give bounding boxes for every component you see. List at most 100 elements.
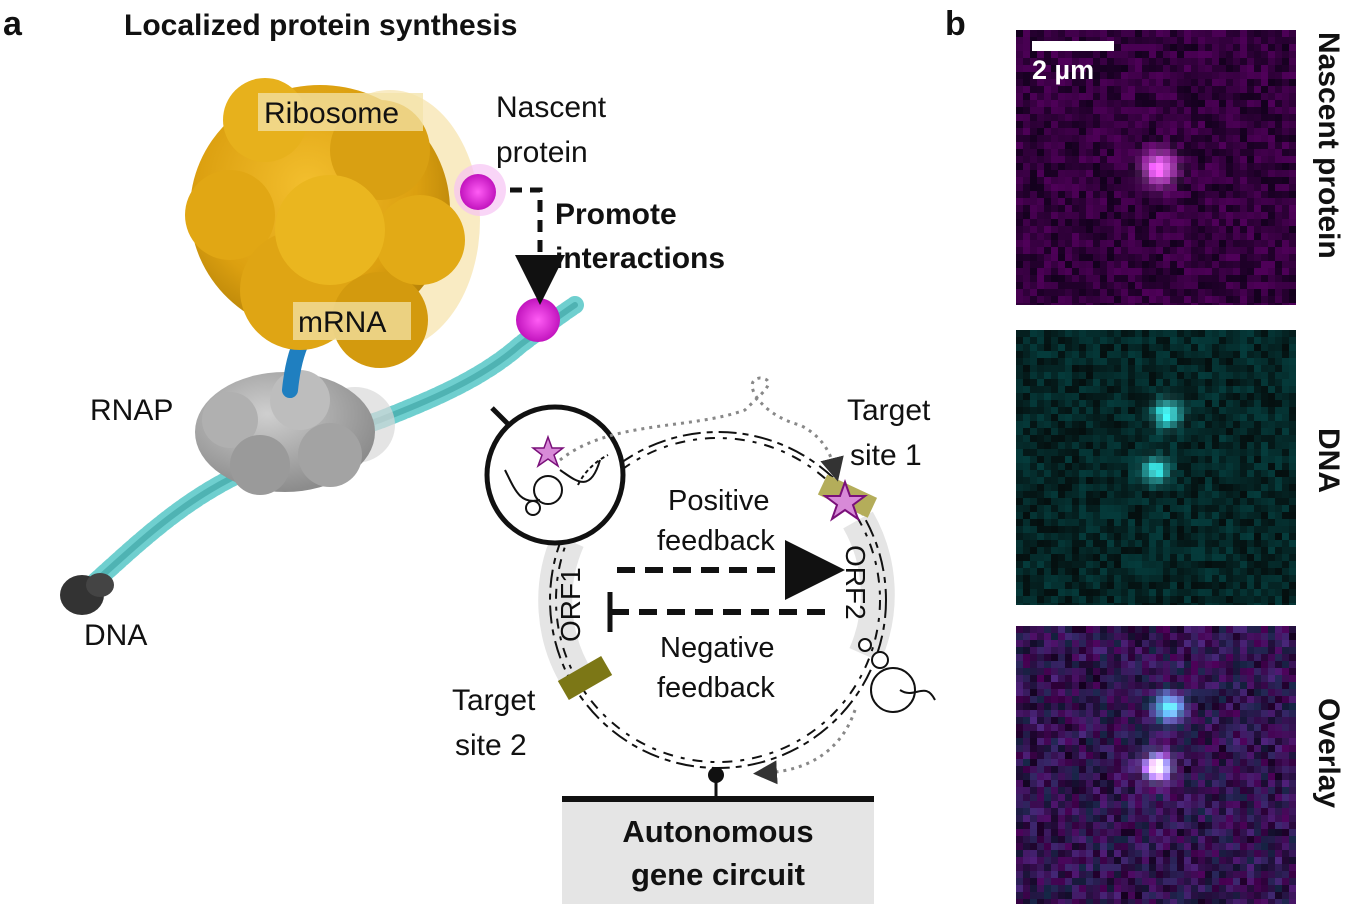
pixel [1051,724,1058,731]
pixel [1100,878,1107,885]
pixel [1177,696,1184,703]
pixel [1240,142,1247,149]
pixel [1121,533,1128,540]
pixel [1156,773,1163,780]
pixel [1156,219,1163,226]
pixel [1268,703,1275,710]
pixel [1044,400,1051,407]
pixel [1233,857,1240,864]
pixel [1072,512,1079,519]
pixel [1030,205,1037,212]
pixel [1037,219,1044,226]
pixel [1240,72,1247,79]
pixel [1016,191,1023,198]
pixel [1254,808,1261,815]
pixel [1128,156,1135,163]
pixel [1030,184,1037,191]
pixel [1219,205,1226,212]
pixel [1268,675,1275,682]
pixel [1142,72,1149,79]
pixel [1261,205,1268,212]
pixel [1282,857,1289,864]
pixel [1289,892,1296,899]
pixel [1086,885,1093,892]
pixel [1205,668,1212,675]
pixel [1170,435,1177,442]
pixel [1156,703,1163,710]
pixel [1268,219,1275,226]
pixel [1247,885,1254,892]
pixel [1205,156,1212,163]
pixel [1233,689,1240,696]
pixel [1254,626,1261,633]
pixel [1128,261,1135,268]
pixel [1121,51,1128,58]
pixel [1240,191,1247,198]
pixel [1079,149,1086,156]
pixel [1170,519,1177,526]
pixel [1184,766,1191,773]
pixel [1135,226,1142,233]
pixel [1072,801,1079,808]
pixel [1254,184,1261,191]
pixel [1226,675,1233,682]
pixel [1058,121,1065,128]
pixel [1135,470,1142,477]
pixel [1177,156,1184,163]
pixel [1065,233,1072,240]
pixel [1121,351,1128,358]
pixel [1205,65,1212,72]
pixel [1016,878,1023,885]
pixel [1191,282,1198,289]
pixel [1163,191,1170,198]
pixel [1100,717,1107,724]
pixel [1289,121,1296,128]
pixel [1142,540,1149,547]
pixel [1121,275,1128,282]
pixel [1065,878,1072,885]
pixel [1261,654,1268,661]
pixel [1093,561,1100,568]
pixel [1051,303,1058,305]
pixel [1205,58,1212,65]
pixel [1037,233,1044,240]
pixel [1065,647,1072,654]
pixel [1086,899,1093,904]
promote-label-line1: Promote [555,198,677,231]
pixel [1254,675,1261,682]
pixel [1107,163,1114,170]
pixel [1247,470,1254,477]
pixel [1086,633,1093,640]
pixel [1254,121,1261,128]
pixel [1156,633,1163,640]
pixel [1170,801,1177,808]
pixel [1247,149,1254,156]
pixel [1100,247,1107,254]
pixel [1065,51,1072,58]
pixel [1093,533,1100,540]
pixel [1107,654,1114,661]
pixel [1233,156,1240,163]
pixel [1184,822,1191,829]
pixel [1023,282,1030,289]
pixel [1254,801,1261,808]
pixel [1275,226,1282,233]
pixel [1086,745,1093,752]
pixel [1240,871,1247,878]
pixel [1184,149,1191,156]
pixel [1198,240,1205,247]
pixel [1275,498,1282,505]
pixel [1023,449,1030,456]
pixel [1268,533,1275,540]
pixel [1198,247,1205,254]
pixel [1205,829,1212,836]
pixel [1163,682,1170,689]
pixel [1212,247,1219,254]
pixel [1156,470,1163,477]
pixel [1191,759,1198,766]
pixel [1142,191,1149,198]
pixel [1247,358,1254,365]
pixel [1275,633,1282,640]
pixel [1142,149,1149,156]
pixel [1037,745,1044,752]
